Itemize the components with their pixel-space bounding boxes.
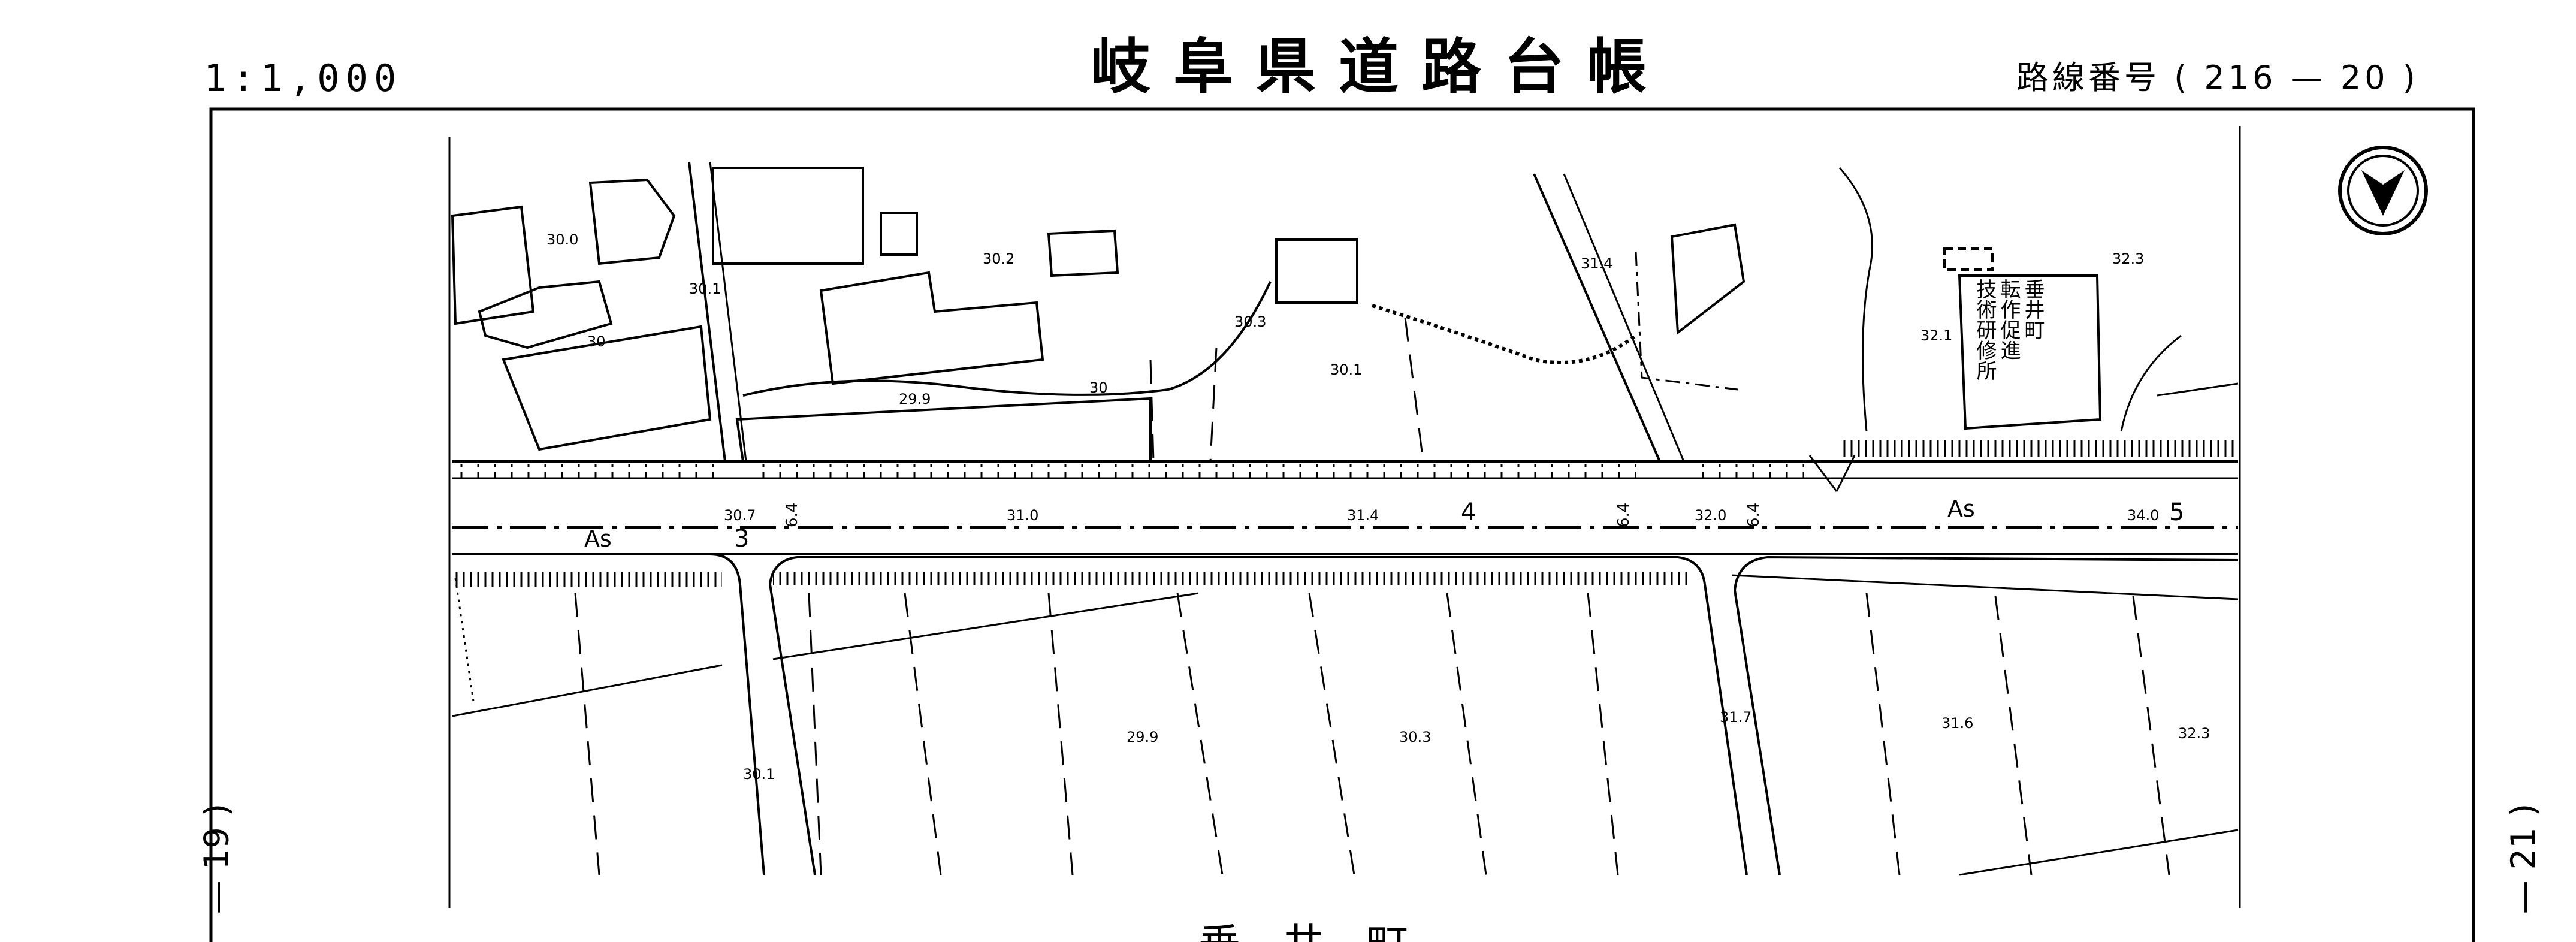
- facility-name-line-2: 転作促進: [1997, 279, 2021, 360]
- elevation-label: 34.0: [2127, 507, 2159, 524]
- facility-name-line-3: 技術研修所: [1973, 279, 1997, 381]
- road-width-1: 6.4: [783, 503, 801, 527]
- station-label-5: 5: [2169, 499, 2184, 526]
- elevation-label: 30.1: [689, 280, 721, 297]
- route-number-close: ): [2402, 59, 2419, 96]
- route-number-main: 216: [2204, 59, 2277, 96]
- facility-label: 垂井町 転作促進 技術研修所: [1973, 279, 2045, 381]
- elevation-label: 30.3: [1234, 313, 1266, 330]
- route-number-dash: —: [2290, 59, 2327, 96]
- elevation-label: 32.1: [1920, 327, 1952, 344]
- elevation-label: 30.2: [983, 250, 1014, 267]
- town-name-partial: 垂 井 町: [1198, 920, 1408, 942]
- elevation-label: 32.3: [2178, 725, 2210, 742]
- elevation-label: 31.7: [1720, 709, 1751, 726]
- elevation-label: 29.9: [1127, 729, 1158, 745]
- parcel-lines: [452, 167, 2239, 876]
- elevation-label: 29.9: [899, 391, 931, 407]
- elevation-label: 32.0: [1695, 507, 1726, 524]
- route-number-sub: 20: [2340, 59, 2389, 96]
- road-width-3: 6.4: [1745, 503, 1763, 527]
- elevation-label: 31.4: [1347, 507, 1379, 524]
- station-label-4: 4: [1461, 499, 1476, 526]
- field-boundaries: [574, 317, 2170, 875]
- road-width-2: 6.4: [1615, 503, 1633, 527]
- elevation-label: 32.3: [2112, 250, 2144, 267]
- elevation-label: 31.6: [1941, 715, 1973, 732]
- facility-name-line-1: 垂井町: [2021, 279, 2045, 340]
- elevation-label: 31.0: [1007, 507, 1038, 524]
- sheet-frame: [209, 107, 2475, 942]
- north-arrow-icon: [2338, 146, 2428, 236]
- route-number-open: (: [2174, 59, 2191, 96]
- building-blocks: [451, 167, 2102, 463]
- elevation-labels: 30.0 30.1 30 30.2 30.3 30.1 31.4 32.1 32…: [546, 231, 2210, 783]
- surface-label-left: As: [584, 526, 612, 552]
- elevation-label: 30.0: [546, 231, 578, 248]
- surface-label-right: As: [1947, 496, 1975, 522]
- elevation-label: 31.4: [1581, 255, 1612, 272]
- page-title: 岐阜県道路台帳: [1091, 32, 1669, 102]
- route-number-label: 路線番号: [2016, 59, 2160, 96]
- elevation-label: 30.3: [1399, 729, 1431, 745]
- station-label-3: 3: [734, 525, 749, 552]
- elevation-label: 30.1: [743, 766, 775, 783]
- road-annotations: As As 3 4 5 6.4 6.4 6.4: [584, 496, 2184, 552]
- elevation-label: 30.1: [1330, 361, 1362, 378]
- elevation-label: 30.7: [724, 507, 756, 524]
- route-number: 路線番号 ( 216 — 20 ): [2016, 62, 2419, 94]
- elevation-label: 30: [1089, 379, 1108, 396]
- map-scale: 1:1,000: [204, 56, 403, 100]
- elevation-label: 30: [587, 333, 606, 350]
